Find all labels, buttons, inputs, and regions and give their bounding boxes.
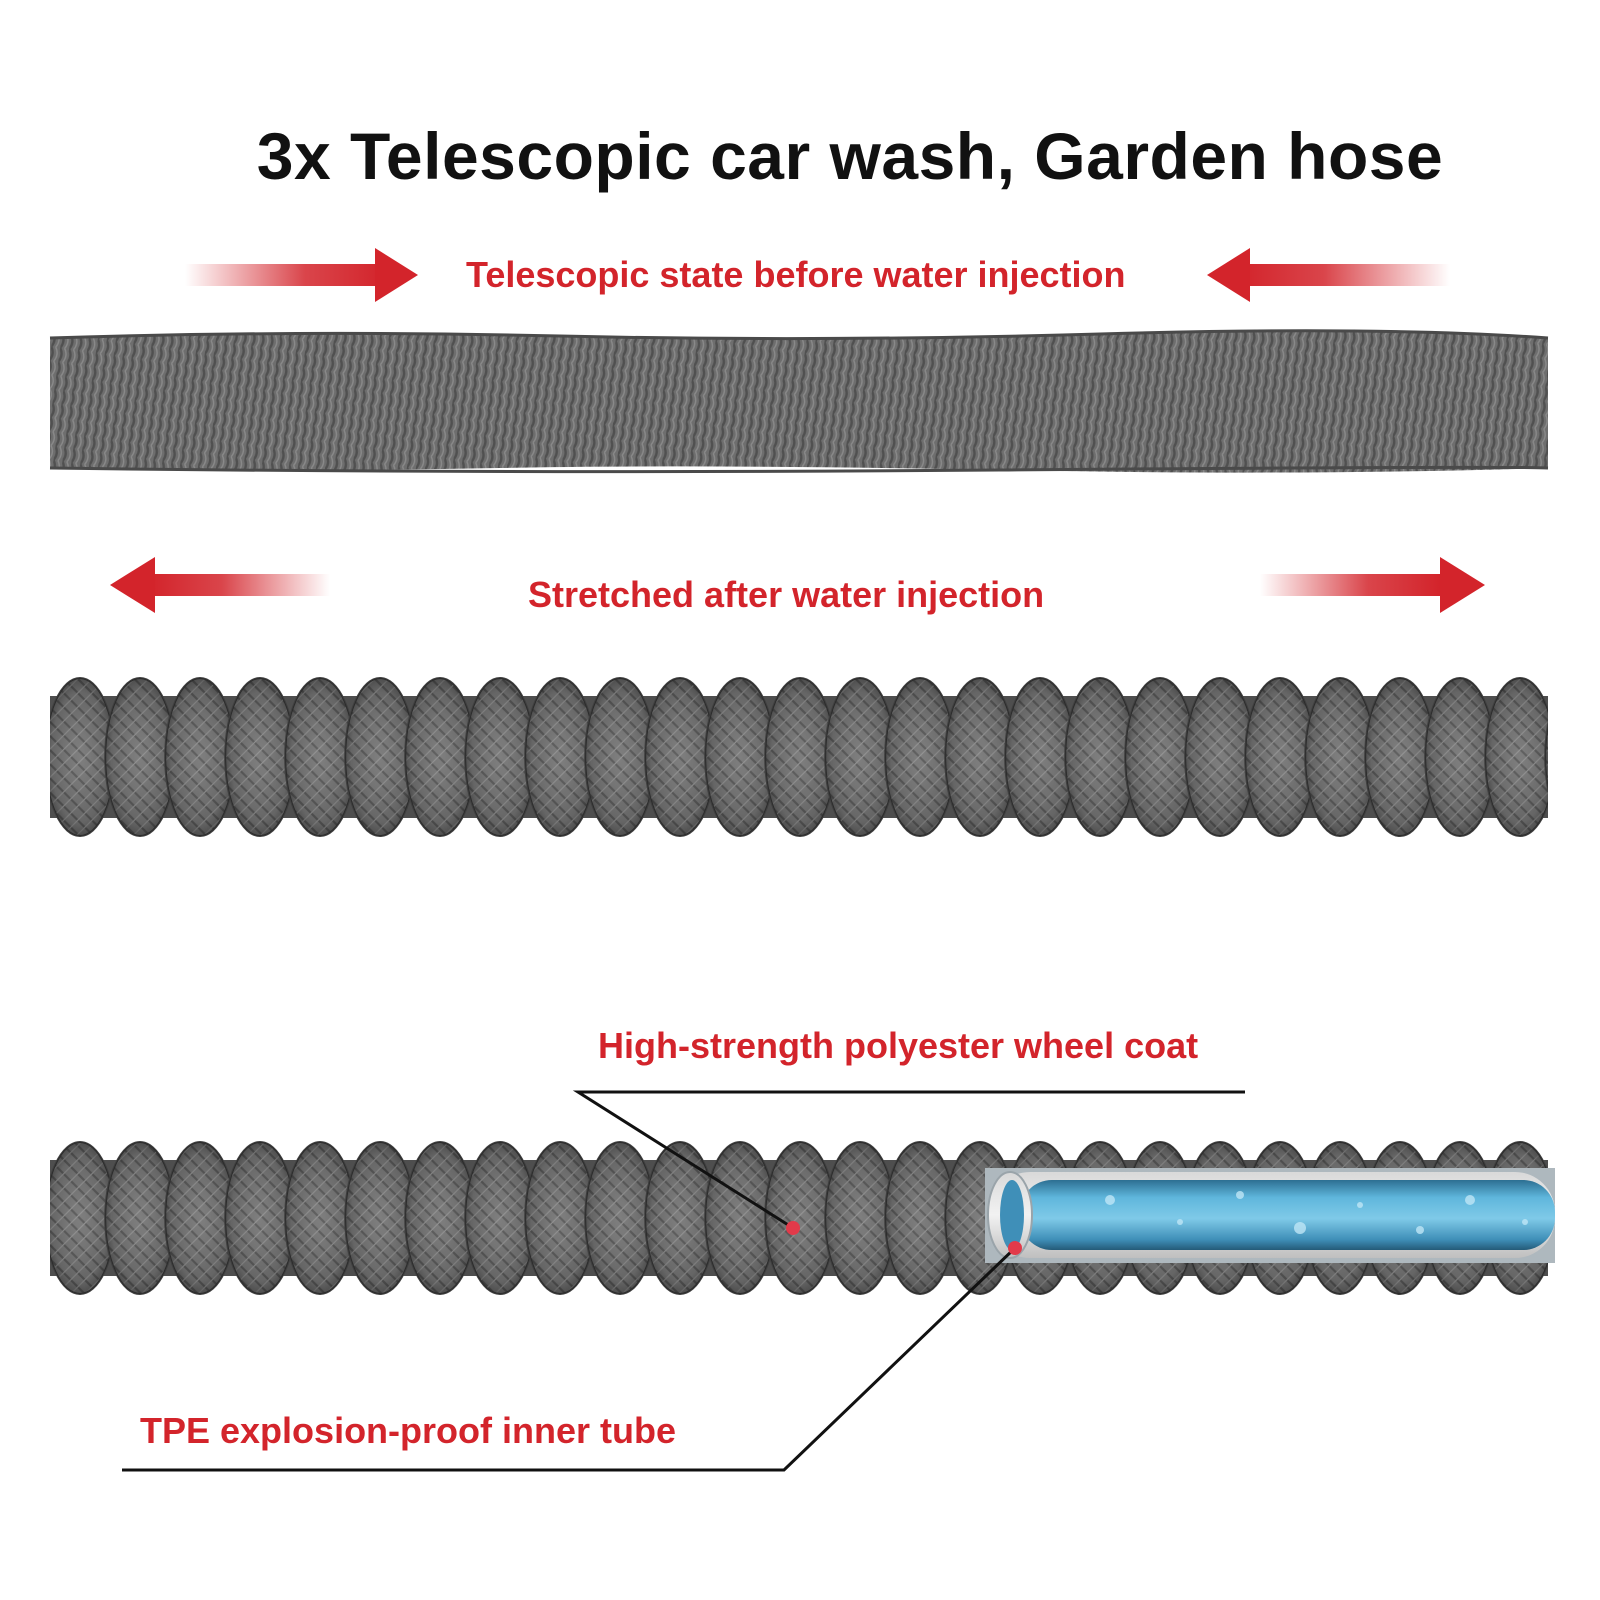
callout-coat: [572, 1090, 1245, 1235]
callout-tube: [122, 1241, 1022, 1472]
page-title: 3x Telescopic car wash, Garden hose: [256, 119, 1444, 193]
arrow-left-icon: [110, 557, 330, 613]
stretched-hose: [0, 668, 1600, 846]
caption-before-injection: Telescopic state before water injection: [466, 254, 1126, 295]
arrow-right-icon: [1260, 557, 1485, 613]
label-polyester-coat: High-strength polyester wheel coat: [598, 1025, 1199, 1066]
label-inner-tube: TPE explosion-proof inner tube: [140, 1410, 677, 1451]
caption-after-injection: Stretched after water injection: [528, 574, 1045, 615]
inner-tube: [985, 1168, 1555, 1263]
compressed-hose: [49, 329, 1549, 474]
arrow-right-icon: [185, 248, 418, 302]
arrow-left-icon: [1207, 248, 1450, 302]
